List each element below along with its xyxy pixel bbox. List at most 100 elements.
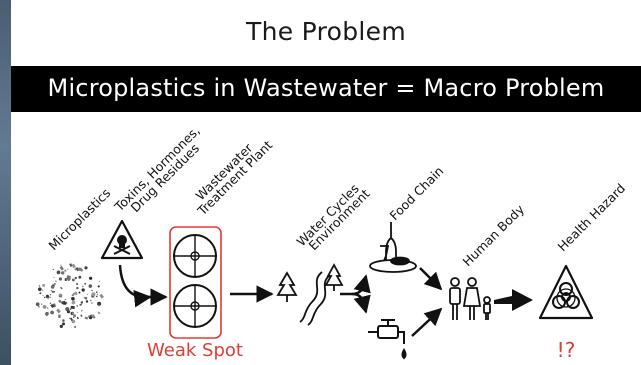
left-image-strip [0,0,11,365]
particle [71,294,74,297]
headline-text: Microplastics in Wastewater = Macro Prob… [47,74,605,102]
particle [57,270,59,272]
particle [81,301,83,303]
particle [69,317,73,321]
particle [78,275,82,279]
particle [38,285,41,287]
particle [49,302,52,304]
particle [71,319,76,324]
particle [59,296,61,297]
treatment-plant-icon [169,226,222,339]
particle [62,272,64,274]
particle [42,283,46,287]
particle [49,294,52,296]
particle [84,296,88,300]
particle [69,308,72,310]
particle [56,308,61,314]
particle [66,276,71,282]
particle [64,269,67,272]
particle [52,268,55,270]
particle [50,289,52,292]
particle [43,296,46,299]
particle [60,296,63,298]
particle [45,294,50,298]
particle [56,270,61,275]
particle [49,296,51,299]
particle [97,311,101,315]
particle [58,277,63,281]
particle [46,307,49,309]
particle [88,284,93,288]
particle [74,325,76,329]
label-toxins-line1: Toxins, Hormones, [111,123,203,215]
particle [66,310,71,314]
particle [84,282,87,285]
particle [71,263,76,269]
particle [91,292,96,297]
particle [89,316,92,320]
particle [42,305,47,309]
particle [85,300,89,303]
particle [82,285,84,288]
particle [59,324,63,328]
particle [96,296,98,298]
particle [42,294,44,297]
particle [99,293,105,299]
particle [38,287,42,292]
particle [62,319,65,322]
particle [64,298,67,301]
particle [59,293,63,297]
particle [67,268,69,270]
particle [44,312,49,317]
particle [53,283,56,285]
particle [96,293,99,296]
particle [60,268,62,270]
particle [58,299,62,303]
trees-river-icon [276,263,344,326]
particle [62,322,65,326]
particle [95,291,98,294]
particle [91,314,95,318]
particle [53,276,55,278]
particle [60,264,62,266]
particle [53,290,55,293]
particle [71,312,74,315]
particle [35,302,40,307]
particle [72,278,75,282]
particle [76,316,79,320]
food-plate-icon [369,222,417,273]
particle [47,298,49,300]
particle [70,305,75,309]
particle [91,289,93,292]
particle [54,280,57,283]
particle [51,290,54,294]
particle [39,292,42,295]
arrow-to-water [351,292,371,314]
particle [76,311,78,313]
particle [65,301,68,304]
particle [50,303,55,309]
particle [84,266,88,270]
label-human-body: Human Body [460,201,528,269]
particle [97,302,101,306]
particle [41,303,43,305]
particle [89,276,93,280]
particle [76,304,79,307]
alarm-marks: !? [557,338,576,362]
particle [91,302,93,304]
family-icon [449,277,491,320]
skull-warning-icon [100,219,144,260]
particle [79,304,82,306]
particle [76,282,79,286]
label-health-hazard: Health Hazard [555,180,629,254]
particle [78,291,81,294]
arrow-to-food [340,274,371,296]
toxin-arrow [118,264,152,308]
particle [97,285,100,288]
particle [73,314,77,318]
faucet-icon [368,319,407,360]
particle [50,285,55,289]
arrow-food-to-body [419,267,443,291]
particle [59,265,64,271]
